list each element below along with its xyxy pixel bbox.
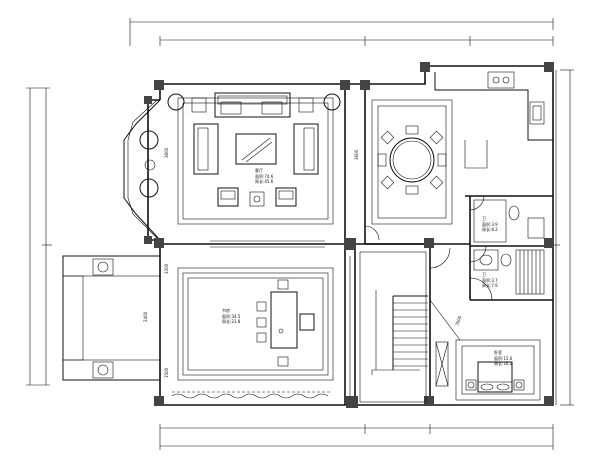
bedroom-area: 面积:15.6 [494,355,513,361]
doors [364,195,493,341]
structural-columns [144,62,554,408]
bathroom-name: 卫 [482,216,486,221]
dimension-labels: 3600 3600 3300 2400 1500 3600 [143,147,463,378]
dim-study-left: 3300 [164,263,169,274]
study-area: 面积:34.5 [222,313,241,319]
bathroom: 卫 面积:3.9 周长:8.2 [473,199,545,243]
toilet-name: 卫 [482,272,486,277]
dimension-lines [26,18,574,450]
dim-living-left: 3600 [164,147,169,158]
toilet: 卫 面积:3.7 周长:7.9 [473,249,545,295]
kitchen [434,71,553,169]
bedroom: 卧室 面积:15.6 周长:16.2 [435,339,541,401]
bedroom-perimeter: 周长:16.2 [494,360,513,366]
living-room: 客厅 面积:74.6 周长:45.6 [139,92,341,248]
living-room-perimeter: 周长:45.6 [255,178,274,184]
study-perimeter: 周长:23.8 [222,318,241,324]
exterior-walls [123,65,554,406]
dim-terrace: 2400 [143,311,148,322]
dim-partition: 3600 [354,149,359,160]
bathroom-area: 面积:3.9 [482,221,498,227]
bedroom-name: 卧室 [494,349,502,355]
dim-bedroom: 3600 [454,315,462,327]
living-room-name: 客厅 [255,167,263,173]
dim-lower-left: 1500 [164,367,169,378]
study-name: 书房 [222,307,230,313]
bathroom-perimeter: 周长:8.2 [482,226,498,232]
study: 书房 面积:34.5 周长:23.8 [171,267,334,399]
toilet-area: 面积:3.7 [482,277,498,283]
staircase [349,251,428,403]
living-room-area: 面积:74.6 [255,173,274,179]
toilet-perimeter: 周长:7.9 [482,282,498,288]
dining-room [371,99,453,225]
